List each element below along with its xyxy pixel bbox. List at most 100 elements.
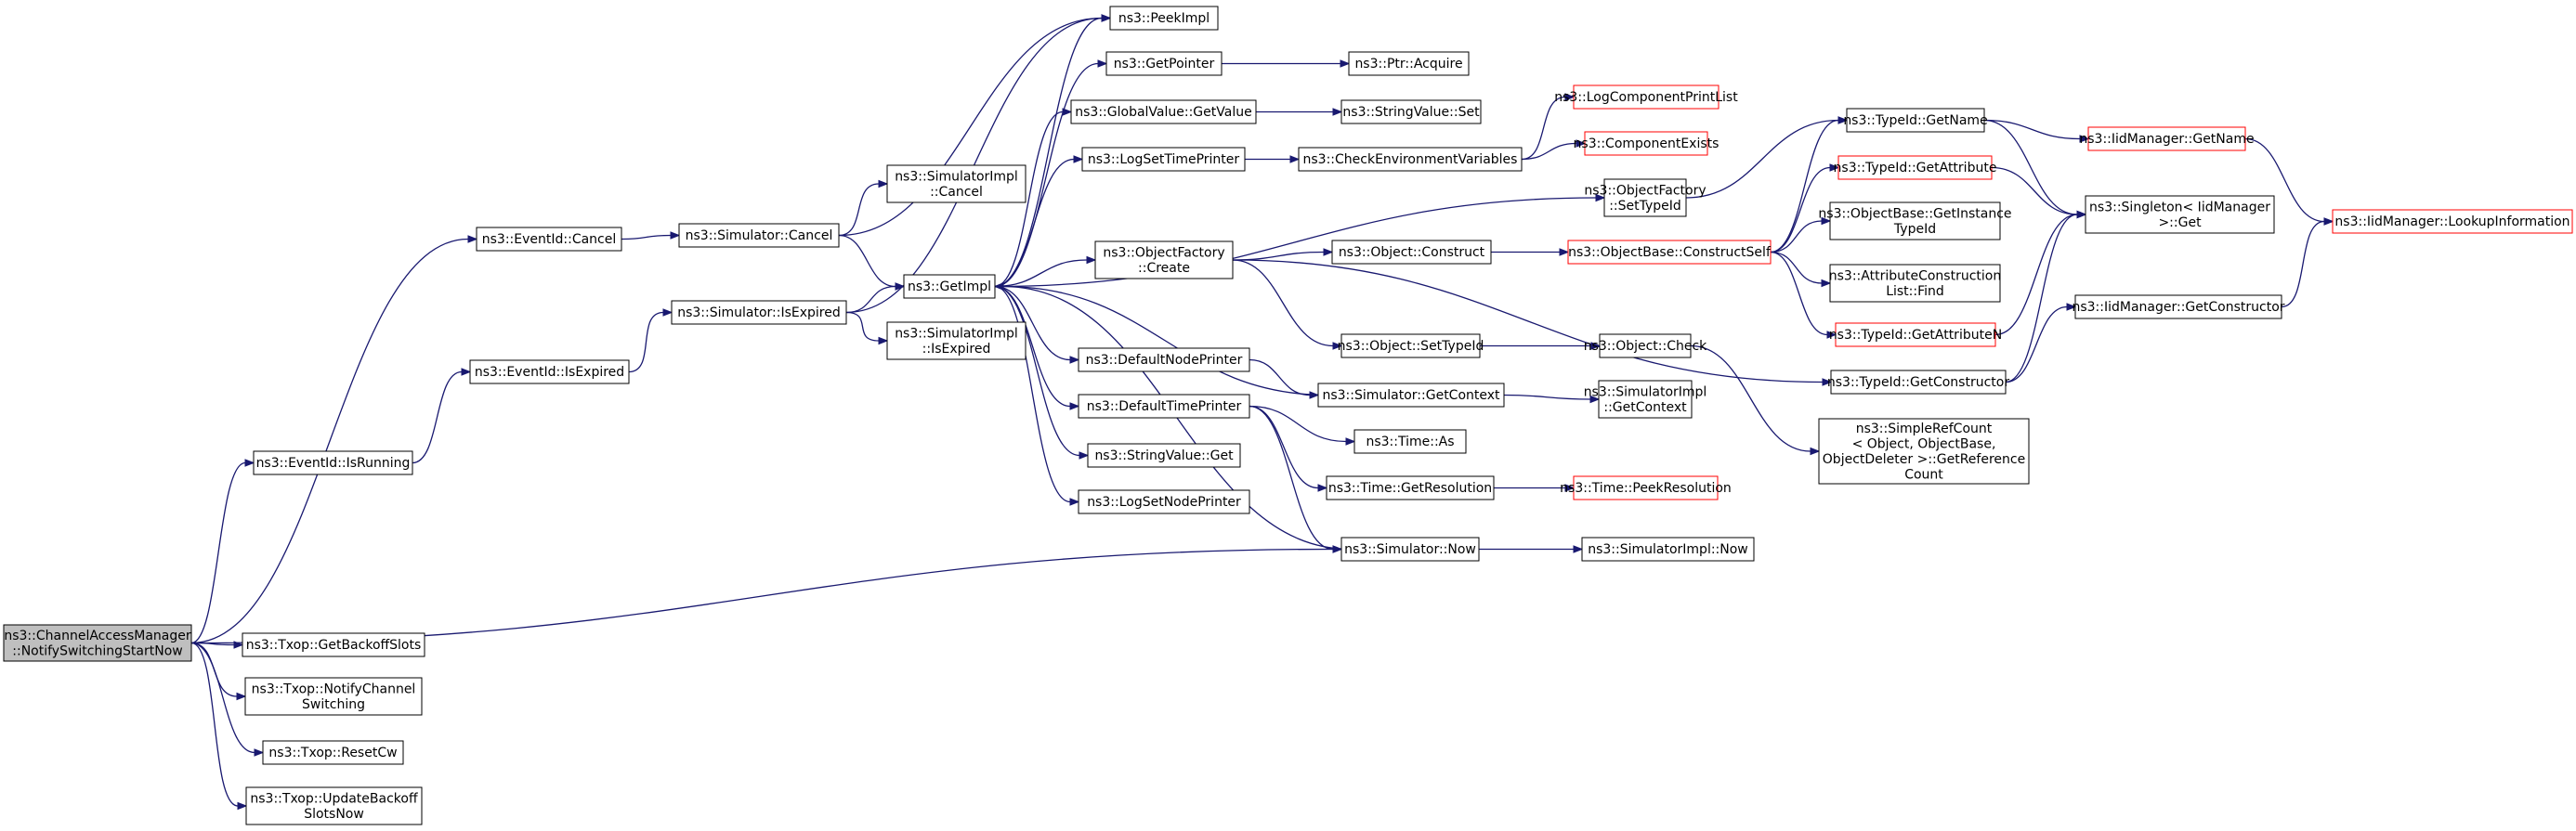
arrow-head-icon (1821, 216, 1832, 226)
arrow-head-icon (1086, 255, 1097, 265)
function-box (2332, 209, 2573, 234)
function-node[interactable]: ns3::TypeId::GetConstructor (1827, 370, 2009, 395)
call-edge (1479, 545, 1584, 553)
function-node[interactable]: ns3::ComponentExists (1574, 131, 1720, 156)
call-edge-line (190, 642, 235, 646)
function-label: TypeId (1893, 222, 1936, 237)
function-box (2085, 195, 2275, 234)
function-box (1584, 131, 1708, 156)
arrow-head-icon (1097, 59, 1108, 68)
function-node[interactable]: ns3::Txop::GetBackoffSlots (242, 632, 425, 657)
call-edge (1503, 394, 1601, 404)
function-node[interactable]: ns3::Simulator::GetContext (1317, 383, 1505, 408)
function-node[interactable]: ns3::TypeId::GetName (1843, 108, 1988, 133)
call-edge (1983, 119, 2090, 143)
function-node[interactable]: ns3::DefaultNodePrinter (1078, 347, 1250, 372)
function-node[interactable]: ns3::LogSetNodePrinter (1078, 489, 1250, 514)
arrow-head-icon (2066, 303, 2077, 311)
function-nodes: ns3::ChannelAccessManager::NotifySwitchi… (3, 6, 2573, 825)
arrow-head-icon (1332, 342, 1343, 350)
function-label: ns3::ObjectBase::ConstructSelf (1568, 245, 1772, 260)
function-node[interactable]: ns3::LogSetTimePrinter (1081, 147, 1246, 172)
function-node[interactable]: ns3::PeekImpl (1109, 6, 1219, 31)
function-node[interactable]: ns3::StringValue::Get (1087, 443, 1241, 468)
function-node[interactable]: ns3::GetPointer (1105, 51, 1223, 76)
function-node[interactable]: ns3::Time::As (1353, 429, 1467, 454)
function-label: SlotsNow (304, 807, 364, 822)
function-node[interactable]: ns3::EventId::Cancel (476, 227, 622, 252)
function-node[interactable]: ns3::Object::Check (1584, 333, 1707, 358)
arrow-head-icon (1289, 155, 1301, 163)
function-node[interactable]: ns3::Ptr::Acquire (1348, 51, 1470, 76)
call-edge (2005, 303, 2077, 383)
function-label: ns3::EventId::IsRunning (256, 456, 411, 471)
function-node[interactable]: ns3::EventId::IsExpired (469, 359, 630, 384)
function-node[interactable]: ns3::DefaultTimePrinter (1078, 394, 1250, 419)
arrow-head-icon (2323, 217, 2334, 226)
arrow-head-icon (1564, 93, 1576, 101)
call-edge-line (190, 548, 1334, 644)
function-node[interactable]: ns3::TypeId::GetAttributeN (1829, 322, 2002, 347)
function-node[interactable]: ns3::SimulatorImpl::Now (1581, 537, 1755, 562)
arrow-head-icon (1069, 356, 1080, 364)
function-node[interactable]: ns3::Simulator::Now (1340, 537, 1480, 562)
arrow-head-icon (2079, 135, 2090, 143)
function-node[interactable]: ns3::Object::SetTypeId (1338, 333, 1484, 358)
function-node[interactable]: ns3::SimulatorImpl::IsExpired (886, 321, 1026, 360)
function-node[interactable]: ns3::ObjectFactory::Create (1094, 240, 1234, 279)
function-node[interactable]: ns3::LogComponentPrintList (1554, 84, 1738, 110)
function-node[interactable]: ns3::Object::Construct (1331, 240, 1492, 265)
call-edge-line (412, 370, 463, 464)
function-node[interactable]: ns3::GetImpl (903, 274, 996, 299)
function-box (1298, 147, 1523, 172)
function-node[interactable]: ns3::Time::PeekResolution (1560, 475, 1732, 500)
call-edge-line (1983, 119, 2078, 215)
call-edge (1521, 93, 1576, 161)
function-node[interactable]: ns3::Txop::ResetCw (262, 740, 404, 765)
function-node[interactable]: ns3::Singleton< IidManager>::Get (2085, 195, 2275, 234)
function-node[interactable]: ns3::StringValue::Set (1340, 99, 1482, 124)
call-edge-line (621, 234, 672, 240)
function-node[interactable]: ns3::TypeId::GetAttribute (1834, 155, 1997, 180)
function-node[interactable]: ns3::ObjectBase::ConstructSelf (1567, 240, 1772, 265)
function-box (1094, 240, 1234, 279)
function-node[interactable]: ns3::GlobalValue::GetValue (1070, 99, 1257, 124)
function-node[interactable]: ns3::SimulatorImpl::Cancel (886, 164, 1026, 203)
arrow-head-icon (244, 459, 255, 467)
function-node[interactable]: ns3::SimpleRefCount< Object, ObjectBase,… (1818, 418, 2030, 485)
function-box (1340, 333, 1481, 358)
call-edge-line (1249, 358, 1311, 396)
function-node[interactable]: ns3::SimulatorImpl::GetContext (1584, 380, 1707, 419)
function-label: ns3::AttributeConstruction (1829, 268, 2001, 283)
call-edge (994, 285, 1090, 460)
function-node[interactable]: ns3::IidManager::GetName (2079, 126, 2255, 151)
function-box (469, 359, 630, 384)
call-edge (994, 193, 1606, 288)
function-node[interactable]: ns3::Simulator::IsExpired (671, 300, 847, 325)
function-node[interactable]: ns3::Time::GetResolution (1326, 475, 1495, 500)
call-edge (838, 234, 906, 291)
function-label: ns3::SimulatorImpl (1584, 384, 1707, 399)
function-node[interactable]: ns3::ObjectFactory::SetTypeId (1584, 178, 1706, 217)
function-box (245, 786, 423, 825)
call-edge-line (1232, 259, 1334, 347)
function-label: ns3::TypeId::GetName (1843, 113, 1987, 128)
function-node[interactable]: ns3::IidManager::GetConstructor (2072, 294, 2285, 319)
function-node[interactable]: ns3::CheckEnvironmentVariables (1298, 147, 1523, 172)
function-box (1078, 489, 1250, 514)
function-node[interactable]: ns3::Simulator::Cancel (678, 223, 840, 248)
function-box (1081, 147, 1246, 172)
function-label: ::NotifySwitchingStartNow (12, 643, 182, 658)
function-node[interactable]: ns3::IidManager::LookupInformation (2332, 209, 2573, 234)
call-edge-line (994, 110, 1064, 288)
function-box (1078, 394, 1250, 419)
call-edge-line (1249, 405, 1334, 551)
function-node[interactable]: ns3::EventId::IsRunning (253, 450, 413, 475)
arrow-head-icon (895, 282, 906, 291)
call-edge-line (1770, 251, 1828, 336)
function-box (1326, 475, 1495, 500)
